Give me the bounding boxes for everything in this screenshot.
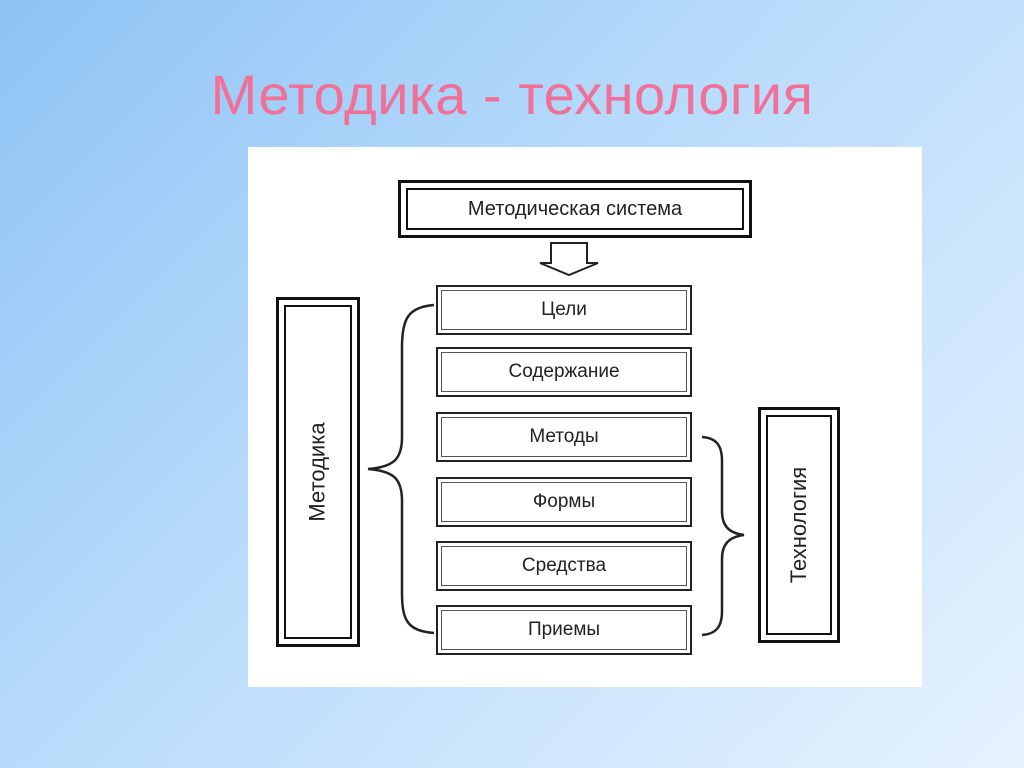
item-box-forms: Формы	[436, 477, 692, 527]
methodical-system-label: Методическая система	[406, 188, 744, 230]
methodology-box: Методика	[276, 297, 360, 647]
slide-title: Методика - технология	[210, 63, 814, 126]
item-label-goals: Цели	[441, 290, 687, 330]
methodical-system-box: Методическая система	[398, 180, 752, 238]
item-box-goals: Цели	[436, 285, 692, 335]
down-arrow-icon	[539, 242, 599, 277]
item-box-content: Содержание	[436, 347, 692, 397]
item-box-methods: Методы	[436, 412, 692, 462]
methodology-label: Методика	[305, 422, 331, 522]
item-label-means: Средства	[441, 546, 687, 586]
item-label-forms: Формы	[441, 482, 687, 522]
technology-label: Технология	[786, 466, 811, 584]
item-label-content: Содержание	[441, 352, 687, 392]
diagram-connectors	[367, 242, 745, 637]
technology-box: Технология	[758, 407, 840, 643]
left-brace-icon	[367, 303, 435, 635]
item-label-techniques: Приемы	[441, 610, 687, 650]
right-brace-icon	[701, 435, 745, 637]
item-box-means: Средства	[436, 541, 692, 591]
diagram-panel: Методическая система Цели Содержание Мет…	[248, 147, 922, 687]
item-label-methods: Методы	[441, 417, 687, 457]
item-box-techniques: Приемы	[436, 605, 692, 655]
